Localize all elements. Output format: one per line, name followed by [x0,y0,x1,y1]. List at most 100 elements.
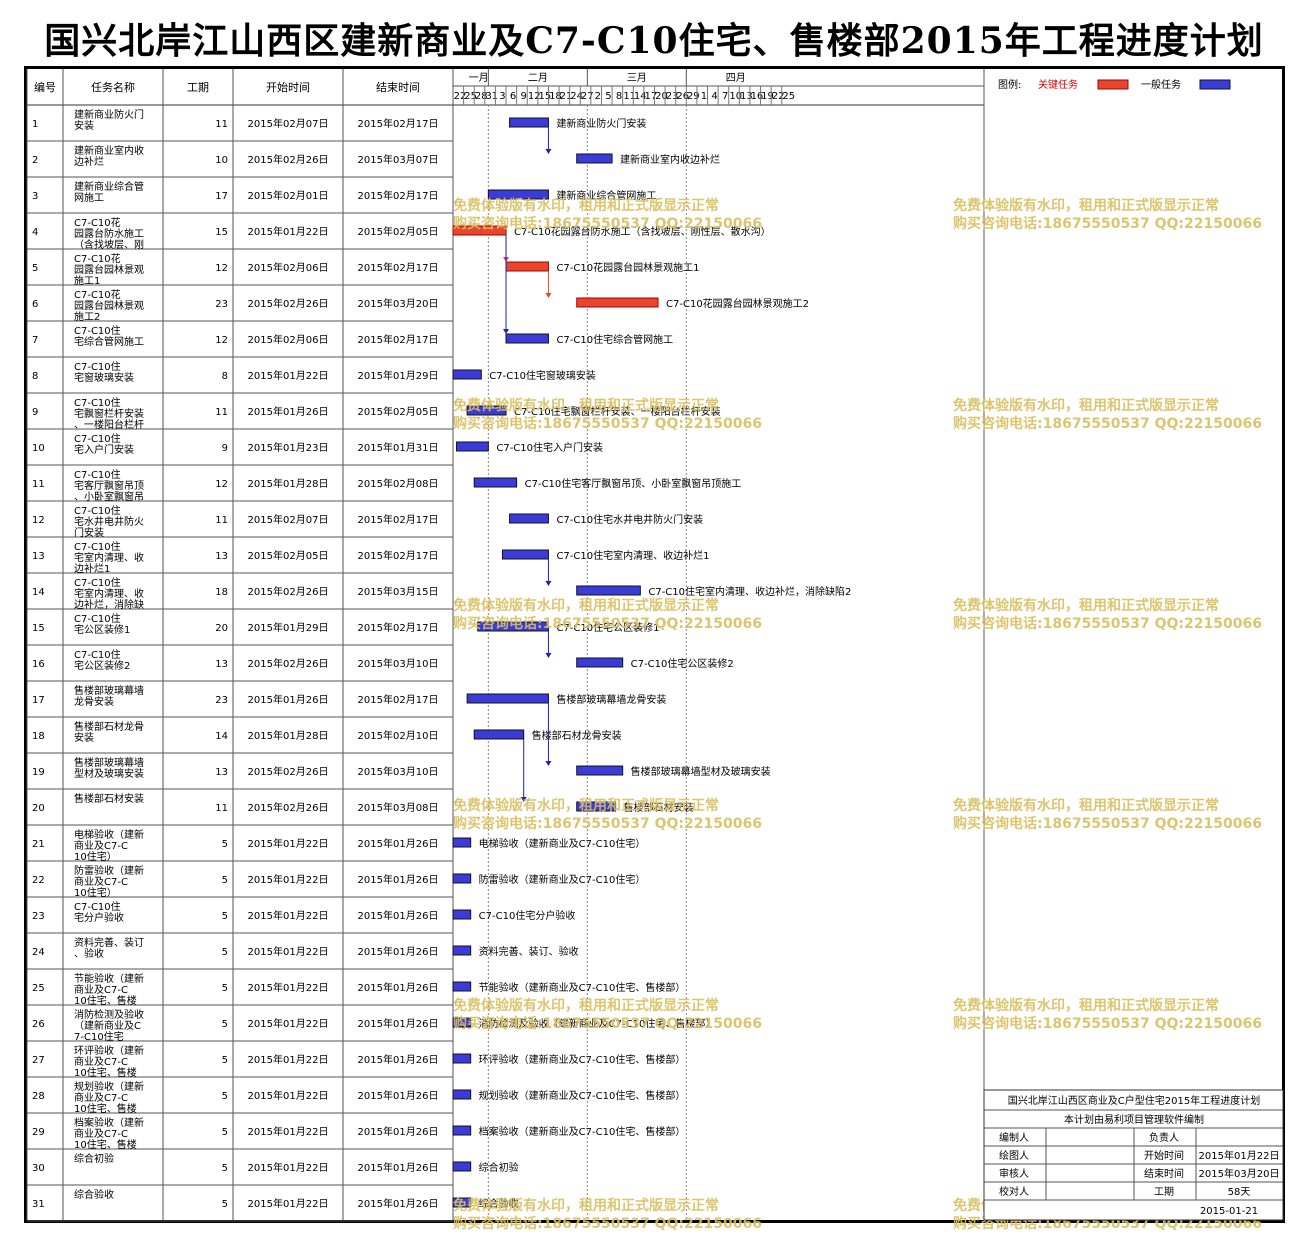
task-duration: 11 [215,515,228,526]
task-name: 综合验收 [74,1188,114,1201]
task-name-line: 宅水井电井防火 [74,515,144,528]
task-name-line: 商业及C7-C [74,839,128,852]
day-tick-label: 28 [475,91,488,102]
task-id: 13 [32,551,45,562]
task-name: C7-C10花园露台园林景观施工2 [74,288,144,323]
task-name-line: C7-C10住 [74,504,121,517]
task-duration: 17 [215,191,228,202]
gantt-bar [452,1053,472,1064]
watermark-text: 购买咨询电话:18675550537 QQ:22150066 [953,415,1262,432]
task-name: C7-C10住宅室内清理、收边补烂1 [74,540,144,575]
task-name-line: 10住宅、售楼 [74,1066,137,1079]
task-id: 4 [32,227,38,238]
task-start: 2015年01月29日 [248,621,329,634]
info-label: 编制人 [999,1131,1029,1144]
task-end: 2015年01月29日 [358,369,439,382]
task-id: 15 [32,623,45,634]
task-name-line: 宅窗玻璃安装 [74,371,134,384]
task-name: C7-C10住宅客厅飘窗吊顶、小卧室飘窗吊 [74,468,144,503]
day-tick-label: 14 [634,91,647,102]
gantt-bar [576,297,659,308]
gantt-bar [452,945,472,956]
gantt-bar [452,981,472,992]
gantt-bar-label: 环评验收（建新商业及C7-C10住宅、售楼部） [479,1053,686,1066]
task-duration: 5 [222,839,228,850]
gantt-bar [466,405,507,416]
gantt-bar-label: 售楼部石材安装 [624,801,694,814]
info-label: 工期 [1154,1186,1174,1198]
task-name-line: 施工2 [74,310,100,323]
task-start: 2015年01月22日 [248,225,329,238]
task-id: 1 [32,119,38,130]
task-end: 2015年01月26日 [358,1125,439,1138]
task-name-line: 宅飘窗栏杆安装 [74,407,144,420]
day-tick-label: 18 [549,91,562,102]
gantt-bar [477,621,549,632]
task-end: 2015年02月08日 [358,477,439,490]
task-name-line: 商业及C7-C [74,1055,128,1068]
task-end: 2015年01月26日 [358,1089,439,1102]
task-end: 2015年01月26日 [358,837,439,850]
task-end: 2015年01月26日 [358,1017,439,1030]
task-name-line: 、一楼阳台栏杆 [74,418,144,431]
gantt-bar-label: C7-C10住宅室内清理、收边补烂1 [556,549,709,562]
day-tick-label: 27 [581,91,594,102]
task-name-line: 园露台园林景观 [74,299,144,312]
task-name: C7-C10住宅水井电井防火门安装 [74,504,144,539]
task-start: 2015年01月22日 [248,1017,329,1030]
info-label: 开始时间 [1144,1149,1184,1162]
month-label: 二月 [528,72,548,84]
watermark-text: 免费体验版有水印，租用和正式版显示正常 [453,797,719,814]
legend-normal-swatch [1199,79,1231,90]
task-duration: 8 [222,371,228,382]
task-end: 2015年02月17日 [358,117,439,130]
gantt-bar-label: 资料完善、装订、验收 [479,945,579,958]
task-name-line: 门安装 [74,526,104,539]
task-name-line: 10住宅） [74,886,117,899]
task-name: C7-C10住宅窗玻璃安装 [74,360,134,384]
dependency-arrowhead [503,329,510,334]
gantt-bar [505,261,549,272]
task-duration: 20 [215,623,228,634]
task-name-line: 建新商业综合管 [74,180,144,193]
info-value: 2015年01月22日 [1199,1149,1280,1162]
watermark-text: 免费体验版有水印，租用和正式版显示正常 [453,597,719,614]
task-name-line: 售楼部石材安装 [74,792,144,805]
day-tick-label: 10 [729,91,742,102]
task-duration: 5 [222,983,228,994]
task-name-line: 商业及C7-C [74,875,128,888]
task-id: 3 [32,191,38,202]
gantt-bar-label: 档案验收（建新商业及C7-C10住宅、售楼部） [479,1125,686,1138]
gantt-bar-label: 售楼部玻璃幕墙型材及玻璃安装 [631,765,771,778]
day-tick-label: 21 [560,91,573,102]
day-tick-label: 2 [595,91,601,102]
task-name-line: 综合验收 [74,1188,114,1201]
info-label: 绘图人 [999,1149,1029,1162]
day-tick-label: 15 [538,91,551,102]
gantt-bar-label: C7-C10住宅综合管网施工 [556,333,673,346]
gantt-bar-label: C7-C10住宅入户门安装 [496,441,603,454]
task-name-line: 边补烂1 [74,562,110,575]
header-duration: 工期 [187,81,209,94]
task-name-line: 宅入户门安装 [74,443,134,456]
task-id: 21 [32,839,45,850]
watermark-text: 购买咨询电话:18675550537 QQ:22150066 [453,815,762,832]
gantt-bar [452,1125,472,1136]
task-start: 2015年01月28日 [248,729,329,742]
task-duration: 11 [215,119,228,130]
task-start: 2015年01月22日 [248,909,329,922]
task-duration: 11 [215,407,228,418]
gantt-bar-label: C7-C10住宅室内清理、收边补烂，消除缺陷2 [648,585,851,598]
watermark-text: 免费体验版有水印，租用和正式版显示正常 [453,197,719,214]
gantt-bar-label: C7-C10住宅公区装修1 [556,621,659,634]
task-id: 28 [32,1091,45,1102]
task-end: 2015年02月17日 [358,189,439,202]
gantt-bar-label: C7-C10住宅水井电井防火门安装 [556,513,703,526]
task-name-line: 宅室内清理、收 [74,551,144,564]
gantt-bar [456,441,489,452]
gantt-bar [452,369,482,380]
task-name-line: 商业及C7-C [74,983,128,996]
